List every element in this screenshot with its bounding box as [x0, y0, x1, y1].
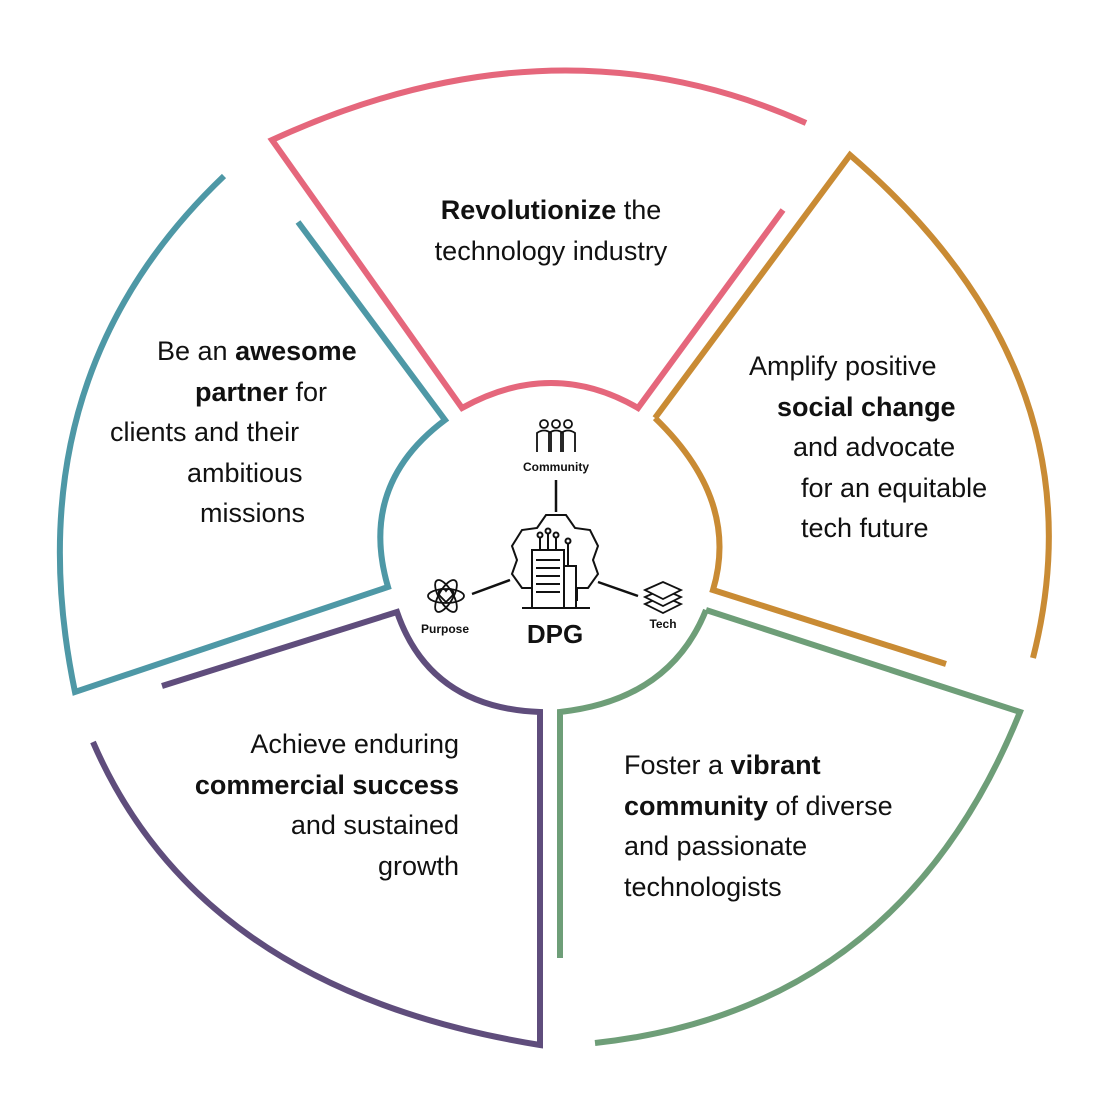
segment-text-top: Revolutionize the technology industry [434, 195, 668, 266]
node-label-purpose: Purpose [420, 622, 469, 636]
segment-outline-bottom-left [90, 608, 543, 1049]
segment-text-bottom-left: Achieve enduring commercial success and … [194, 729, 459, 881]
connector-purpose [471, 578, 511, 596]
segment-outline-left [56, 173, 450, 696]
segment-outline-right [652, 150, 1052, 667]
segment-text-right: Amplify positive social change and advoc… [749, 351, 988, 543]
node-label-community: Community [523, 460, 589, 474]
connector-tech [597, 580, 639, 598]
segment-outline-top [267, 67, 808, 412]
segment-text-bottom-right: Foster a vibrant community of diverse an… [624, 750, 893, 902]
layers-icon [642, 581, 684, 615]
center-title: DPG [526, 619, 584, 649]
segment-outline-bottom-right [557, 607, 1024, 1046]
node-label-tech: Tech [649, 617, 677, 631]
community-icon [536, 419, 576, 452]
gear-building-icon [510, 514, 600, 609]
segment-text-left: Be an awesome partner for clients and th… [110, 336, 357, 528]
atom-heart-icon [427, 579, 465, 613]
